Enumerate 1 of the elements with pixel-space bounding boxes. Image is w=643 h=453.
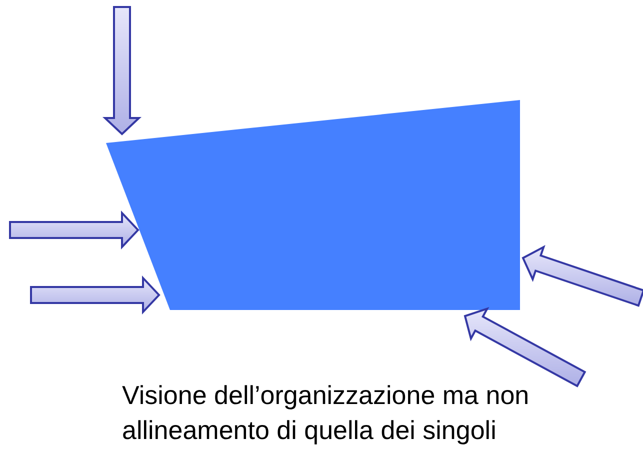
caption: Visione dell’organizzazione ma non allineamento di quella dei singoli	[122, 379, 530, 447]
